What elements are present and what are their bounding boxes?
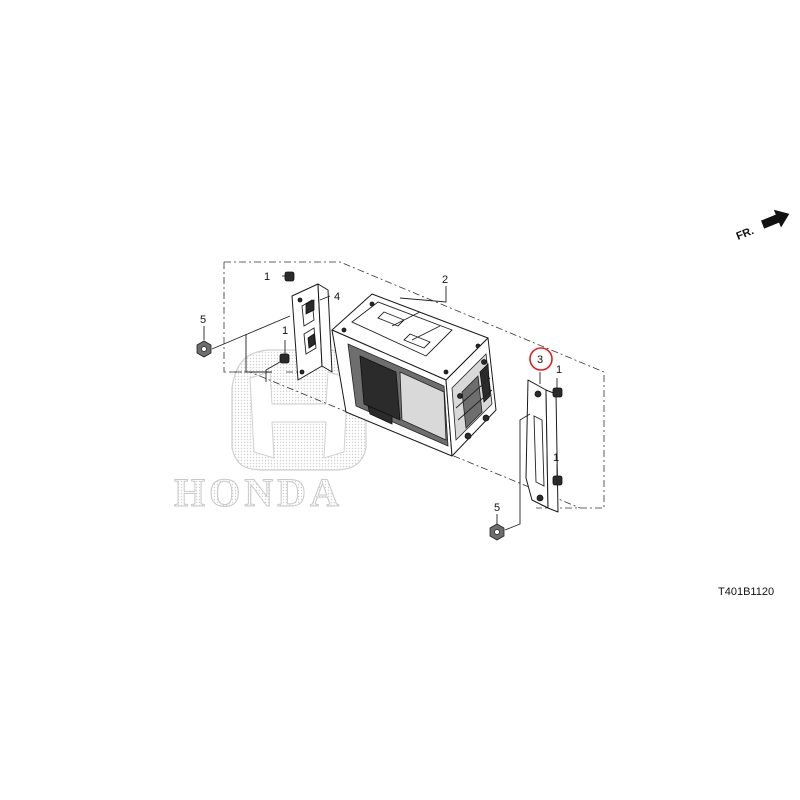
highlight-ring bbox=[529, 347, 553, 371]
callout-2: 2 bbox=[442, 274, 448, 286]
bolt-1-right-bottom bbox=[552, 464, 563, 486]
callout-1-mid-left: 1 bbox=[282, 325, 288, 337]
arrow-right-icon bbox=[760, 209, 790, 229]
navigation-unit bbox=[331, 293, 497, 457]
right-bracket bbox=[525, 379, 559, 513]
bolt-1-right-top bbox=[552, 378, 563, 398]
callout-1-top-left: 1 bbox=[264, 271, 270, 283]
callout-3: 3 bbox=[537, 354, 543, 366]
front-direction-indicator: FR. bbox=[735, 209, 790, 243]
nut-5-right bbox=[489, 413, 531, 541]
left-bracket bbox=[291, 283, 333, 381]
callout-5-right: 5 bbox=[494, 502, 500, 514]
honda-h-logo-icon bbox=[231, 349, 367, 471]
bolt-1-top-left bbox=[282, 271, 295, 282]
honda-wordmark: HONDA bbox=[174, 470, 343, 515]
leader-2 bbox=[399, 286, 447, 303]
callout-4: 4 bbox=[334, 291, 340, 303]
callout-3-highlighted[interactable]: 3 bbox=[529, 347, 553, 371]
callout-5-left: 5 bbox=[200, 314, 206, 326]
nut-5-left bbox=[196, 315, 291, 373]
front-label: FR. bbox=[735, 225, 756, 243]
bolt-1-mid-left bbox=[265, 340, 290, 382]
honda-watermark: HONDA bbox=[174, 349, 367, 516]
diagram-code: T401B1120 bbox=[718, 586, 774, 598]
callout-1-right-bottom: 1 bbox=[553, 452, 559, 464]
leader-4 bbox=[319, 295, 331, 301]
callout-1-right-top: 1 bbox=[556, 364, 562, 376]
